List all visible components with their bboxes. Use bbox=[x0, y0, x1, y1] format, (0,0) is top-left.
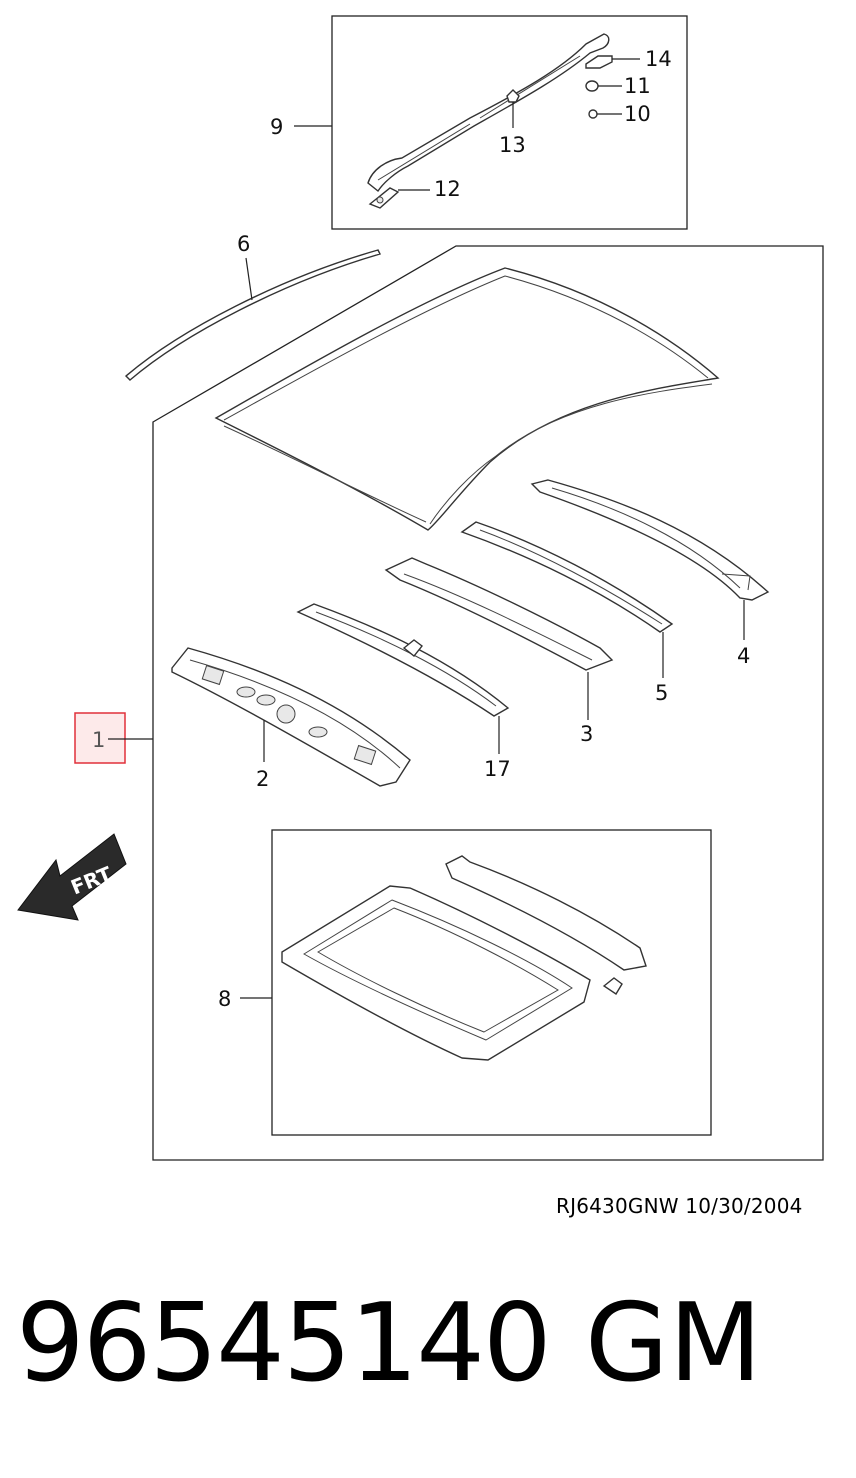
part-number: 96545140 bbox=[16, 1281, 552, 1406]
drip-molding: 6 bbox=[124, 232, 382, 381]
rail-bolt bbox=[588, 109, 598, 119]
rear-roof-rail: 4 bbox=[530, 479, 770, 668]
callout-12: 12 bbox=[434, 177, 461, 201]
front-direction-arrow: FRT bbox=[17, 833, 127, 921]
roof-bow-17: 17 bbox=[296, 603, 511, 781]
roof-parts-diagram: 14 11 10 12 13 9 6 4 5 3 bbox=[17, 15, 824, 1161]
callout-10: 10 bbox=[624, 102, 651, 126]
rail-end-cap bbox=[368, 187, 400, 209]
callout-6: 6 bbox=[237, 232, 250, 256]
callout-1-box: 1 bbox=[74, 712, 153, 764]
rail-nut bbox=[585, 80, 599, 92]
callout-14: 14 bbox=[645, 47, 672, 71]
callout-11: 11 bbox=[624, 74, 651, 98]
callout-13: 13 bbox=[499, 133, 526, 157]
rail-clip bbox=[585, 55, 613, 69]
callout-3: 3 bbox=[580, 722, 593, 746]
rail-bracket bbox=[506, 89, 520, 103]
front-roof-header: 2 bbox=[171, 647, 411, 791]
callout-4: 4 bbox=[737, 644, 750, 668]
roof-assembly-frame bbox=[152, 245, 824, 1161]
brand-name: GM bbox=[585, 1281, 762, 1406]
callout-8: 8 bbox=[218, 987, 231, 1011]
callout-1: 1 bbox=[92, 728, 105, 752]
sunroof-inset: 8 bbox=[218, 829, 712, 1136]
callout-17: 17 bbox=[484, 757, 511, 781]
callout-5: 5 bbox=[655, 681, 668, 705]
roof-rack-frame bbox=[331, 15, 688, 230]
sunroof-housing bbox=[281, 885, 591, 1061]
callout-2: 2 bbox=[256, 767, 269, 791]
callout-9: 9 bbox=[270, 115, 283, 139]
roof-bow-3: 3 bbox=[384, 557, 614, 746]
roof-rack-inset: 14 11 10 12 13 9 bbox=[270, 15, 688, 230]
sunroof-frame bbox=[271, 829, 712, 1136]
drawing-reference: RJ6430GNW 10/30/2004 bbox=[556, 1194, 803, 1218]
sunroof-rear-bracket bbox=[445, 855, 647, 971]
roof-bow-5: 5 bbox=[460, 521, 674, 705]
roof-panel bbox=[214, 267, 720, 531]
